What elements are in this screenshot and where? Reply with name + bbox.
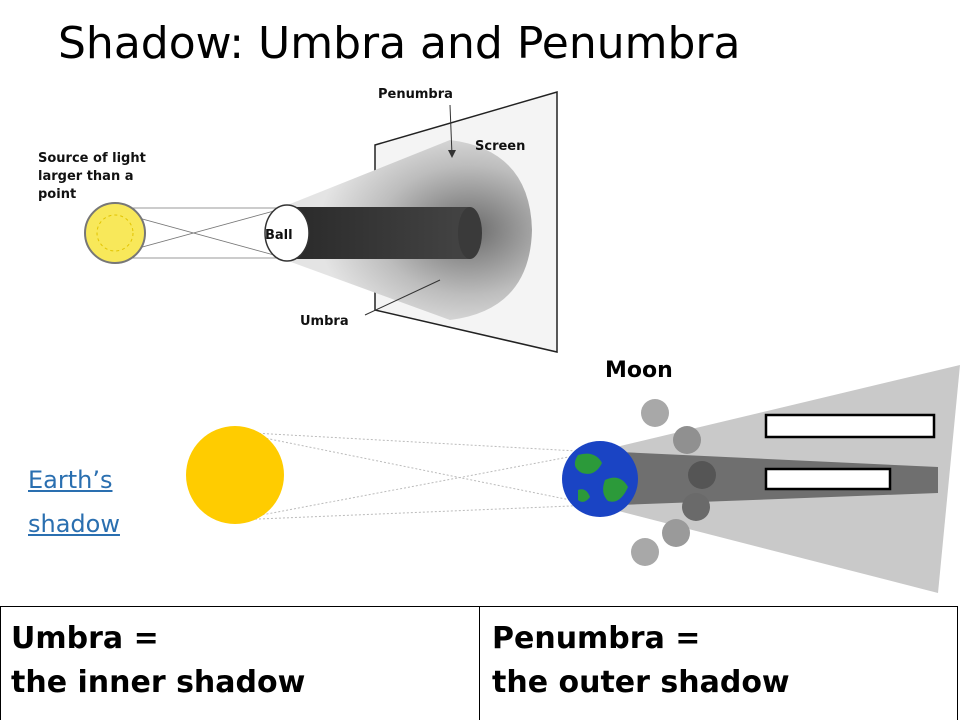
top-shadow-diagram bbox=[84, 91, 558, 353]
umbra-label: Umbra bbox=[300, 314, 349, 329]
page-title: Shadow: Umbra and Penumbra bbox=[58, 18, 741, 69]
penumbra-label: Penumbra bbox=[378, 87, 453, 102]
eclipse-diagram bbox=[186, 365, 960, 593]
umbra-term: Umbra = bbox=[11, 621, 159, 656]
label-box-penumbra bbox=[764, 413, 936, 439]
link-line-2[interactable]: shadow bbox=[28, 510, 120, 538]
umbra-pointer bbox=[364, 279, 441, 316]
label-box-umbra bbox=[764, 467, 892, 491]
umbra-shadow bbox=[290, 207, 470, 259]
screen-label: Screen bbox=[475, 139, 526, 154]
link-line-1[interactable]: Earth’s bbox=[28, 466, 113, 494]
moon-icon bbox=[631, 538, 659, 566]
moon-icon bbox=[682, 493, 710, 521]
penumbra-term: Penumbra = bbox=[492, 621, 701, 656]
sun-icon bbox=[186, 426, 284, 524]
ball-icon bbox=[264, 204, 310, 262]
penumbra-definition: the outer shadow bbox=[492, 665, 790, 700]
sun-rays bbox=[234, 431, 596, 521]
moon-label: Moon bbox=[605, 358, 673, 383]
moon-icon bbox=[662, 519, 690, 547]
earths-shadow-link[interactable]: Earth’s shadow bbox=[28, 458, 120, 546]
ball-label: Ball bbox=[265, 228, 293, 243]
light-source-icon bbox=[84, 202, 146, 264]
penumbra-pointer bbox=[449, 104, 453, 156]
moon-positions bbox=[631, 399, 716, 566]
umbra-definition: the inner shadow bbox=[11, 665, 306, 700]
moon-icon bbox=[673, 426, 701, 454]
penumbra-definition-cell: Penumbra = the outer shadow bbox=[479, 607, 957, 720]
light-source-label: Source of light larger than a point bbox=[38, 151, 146, 202]
umbra-definition-cell: Umbra = the inner shadow bbox=[1, 607, 479, 720]
moon-icon bbox=[641, 399, 669, 427]
moon-icon bbox=[688, 461, 716, 489]
earth-icon bbox=[562, 441, 638, 517]
definition-table: Umbra = the inner shadow Penumbra = the … bbox=[0, 606, 958, 720]
